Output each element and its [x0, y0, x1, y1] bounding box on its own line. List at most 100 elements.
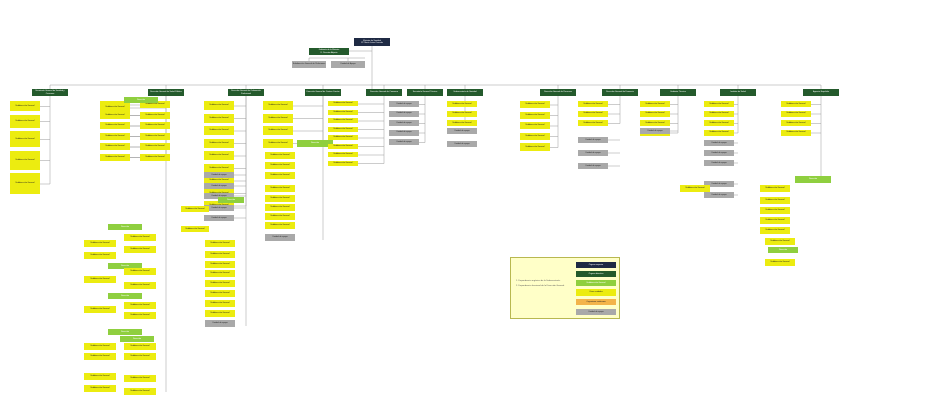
extra-unit-15[interactable]: Subdirección General [124, 343, 156, 350]
extra-unit-6[interactable]: Subdirección General [84, 353, 116, 360]
support-box-11-2[interactable]: Unidad de apoyo [704, 150, 734, 156]
department-box-4[interactable]: Dirección General de Cartera Común [305, 89, 341, 96]
unit-box-1-2[interactable]: Subdirección General [10, 114, 40, 128]
unit-box-8-2[interactable]: Subdirección General [520, 111, 550, 119]
col3-sub-department[interactable]: Dirección [218, 197, 244, 203]
col12-extra-unit-6[interactable]: Subdirección General [765, 238, 795, 245]
unit-box-7-3[interactable]: Subdirección General [447, 120, 477, 126]
unit-box-2-6[interactable]: Subdirección General [140, 122, 170, 129]
unit-box-2-7[interactable]: Subdirección General [100, 132, 130, 140]
sub-department-box-4[interactable]: Dirección [297, 140, 333, 147]
col12-extra-unit-2[interactable]: Subdirección General [760, 197, 790, 204]
col3-side-unit-2[interactable]: Subdirección General [181, 226, 209, 232]
unit-box-8-4[interactable]: Subdirección General [520, 132, 550, 140]
department-box-10[interactable]: Gabinete Técnico [660, 89, 696, 96]
unit-box-3-6[interactable]: Subdirección General [204, 163, 234, 173]
extra-sub-department-5[interactable]: Dirección [108, 329, 142, 335]
col3-extra-unit-1[interactable]: Subdirección General [205, 240, 235, 247]
col3-extra-unit-7[interactable]: Subdirección General [205, 300, 235, 307]
col12-sub-department-2[interactable]: Dirección [768, 247, 798, 253]
unit-box-12-1[interactable]: Subdirección General [781, 101, 811, 107]
unit-box-2-3[interactable]: Subdirección General [100, 111, 130, 119]
support-box-11-3[interactable]: Unidad de apoyo [704, 160, 734, 166]
col4-extra-unit-9[interactable]: Unidad de apoyo [265, 234, 295, 241]
unit-box-7-2[interactable]: Subdirección General [447, 110, 477, 117]
col3-extra-unit-2[interactable]: Subdirección General [205, 251, 235, 258]
support-box-11-1[interactable]: Unidad de apoyo [704, 140, 734, 146]
unit-box-8-5[interactable]: Subdirección General [520, 143, 550, 151]
col12-extra-unit-7[interactable]: Subdirección General [765, 259, 795, 266]
unit-box-10-3[interactable]: Subdirección General [640, 120, 670, 126]
unit-box-12-4[interactable]: Subdirección General [781, 129, 811, 136]
col12-extra-unit-5[interactable]: Subdirección General [760, 227, 790, 234]
extra-sub-department-1[interactable]: Dirección [124, 97, 158, 103]
support-box-7-1[interactable]: Unidad de apoyo [447, 128, 477, 134]
department-box-9[interactable]: Dirección General de Farmacia [602, 89, 638, 96]
unit-box-4-1[interactable]: Subdirección General [263, 101, 293, 110]
unit-box-2-2[interactable]: Subdirección General [140, 101, 170, 108]
support-box-11-5[interactable]: Unidad de apoyo [704, 192, 734, 198]
support-box-3-4[interactable]: Unidad de apoyo [204, 205, 234, 211]
unit-box-10-2[interactable]: Subdirección General [640, 110, 670, 117]
unit-box-4-3[interactable]: Subdirección General [263, 126, 293, 135]
unit-box-11-1[interactable]: Subdirección General [704, 101, 734, 107]
unit-box-2-11[interactable]: Subdirección General [100, 153, 130, 161]
extra-unit-13[interactable]: Subdirección General [124, 302, 156, 309]
unit-box-3-7[interactable]: Subdirección General [204, 176, 234, 185]
col4-extra-unit-4[interactable]: Subdirección General [265, 185, 295, 192]
unit-box-12-3[interactable]: Subdirección General [781, 120, 811, 126]
support-box-3-1[interactable]: Unidad de apoyo [204, 172, 234, 178]
extra-unit-9[interactable]: Subdirección General [124, 234, 156, 241]
extra-unit-17[interactable]: Subdirección General [124, 375, 156, 382]
col3-extra-unit-5[interactable]: Subdirección General [205, 280, 235, 287]
col3-extra-unit-4[interactable]: Subdirección General [205, 270, 235, 277]
unit-box-1-3[interactable]: Subdirección General [10, 131, 40, 147]
extra-unit-10[interactable]: Subdirección General [124, 246, 156, 253]
col4-extra-unit-1[interactable]: Subdirección General [265, 152, 295, 159]
unit-box-2-12[interactable]: Subdirección General [140, 153, 170, 161]
unit-box-6-5[interactable]: Unidad de apoyo [389, 139, 419, 145]
unit-box-5-5[interactable]: Subdirección General [328, 135, 358, 140]
unit-box-7-1[interactable]: Subdirección General [447, 101, 477, 107]
support-box-7-2[interactable]: Unidad de apoyo [447, 141, 477, 147]
unit-box-11-2[interactable]: Subdirección General [704, 110, 734, 117]
unit-box-4-4[interactable]: Subdirección General [263, 138, 293, 148]
unit-box-6-2[interactable]: Unidad de apoyo [389, 110, 419, 117]
col11-extra-unit[interactable]: Subdirección General [680, 185, 710, 192]
extra-unit-5[interactable]: Subdirección General [84, 343, 116, 350]
support-box-9-3[interactable]: Unidad de apoyo [578, 163, 608, 169]
col3-side-unit-1[interactable]: Subdirección General [181, 206, 209, 212]
unit-box-11-4[interactable]: Subdirección General [704, 129, 734, 136]
unit-box-1-1[interactable]: Subdirección General [10, 101, 40, 111]
col12-extra-unit-4[interactable]: Subdirección General [760, 217, 790, 224]
extra-unit-3[interactable]: Subdirección General [84, 276, 116, 283]
col12-extra-unit-3[interactable]: Subdirección General [760, 207, 790, 214]
department-box-12[interactable]: Agencia Española [803, 89, 839, 96]
unit-box-1-5[interactable]: Subdirección General [10, 173, 40, 194]
unit-box-2-10[interactable]: Subdirección General [140, 143, 170, 150]
unit-box-1-4[interactable]: Subdirección General [10, 150, 40, 170]
support-box-3-3[interactable]: Unidad de apoyo [204, 193, 234, 199]
unit-box-2-4[interactable]: Subdirección General [140, 111, 170, 119]
unit-box-8-1[interactable]: Subdirección General [520, 101, 550, 108]
unit-box-3-5[interactable]: Subdirección General [204, 151, 234, 160]
support-box-3-5[interactable]: Unidad de apoyo [204, 215, 234, 221]
col3-extra-support[interactable]: Unidad de apoyo [205, 320, 235, 327]
support-box-9-1[interactable]: Unidad de apoyo [578, 137, 608, 143]
unit-box-3-1[interactable]: Subdirección General [204, 101, 234, 110]
unit-box-6-3[interactable]: Unidad de apoyo [389, 120, 419, 126]
extra-sub-department-2[interactable]: Dirección [108, 224, 142, 230]
unit-box-4-2[interactable]: Subdirección General [263, 113, 293, 123]
unit-box-9-2[interactable]: Subdirección General [578, 110, 608, 117]
unit-box-12-2[interactable]: Subdirección General [781, 110, 811, 117]
col4-extra-unit-3[interactable]: Subdirección General [265, 172, 295, 179]
extra-unit-7[interactable]: Subdirección General [84, 373, 116, 380]
unit-box-10-1[interactable]: Subdirección General [640, 101, 670, 107]
col4-extra-unit-5[interactable]: Subdirección General [265, 195, 295, 202]
col3-extra-unit-3[interactable]: Subdirección General [205, 261, 235, 268]
sub-department-box-12[interactable]: Dirección [795, 176, 831, 183]
department-box-2[interactable]: Dirección General de Salud Pública [148, 89, 184, 96]
col4-extra-unit-2[interactable]: Subdirección General [265, 162, 295, 169]
support-box-11-4[interactable]: Unidad de apoyo [704, 181, 734, 187]
department-box-11[interactable]: Instituto de Salud [720, 89, 756, 96]
